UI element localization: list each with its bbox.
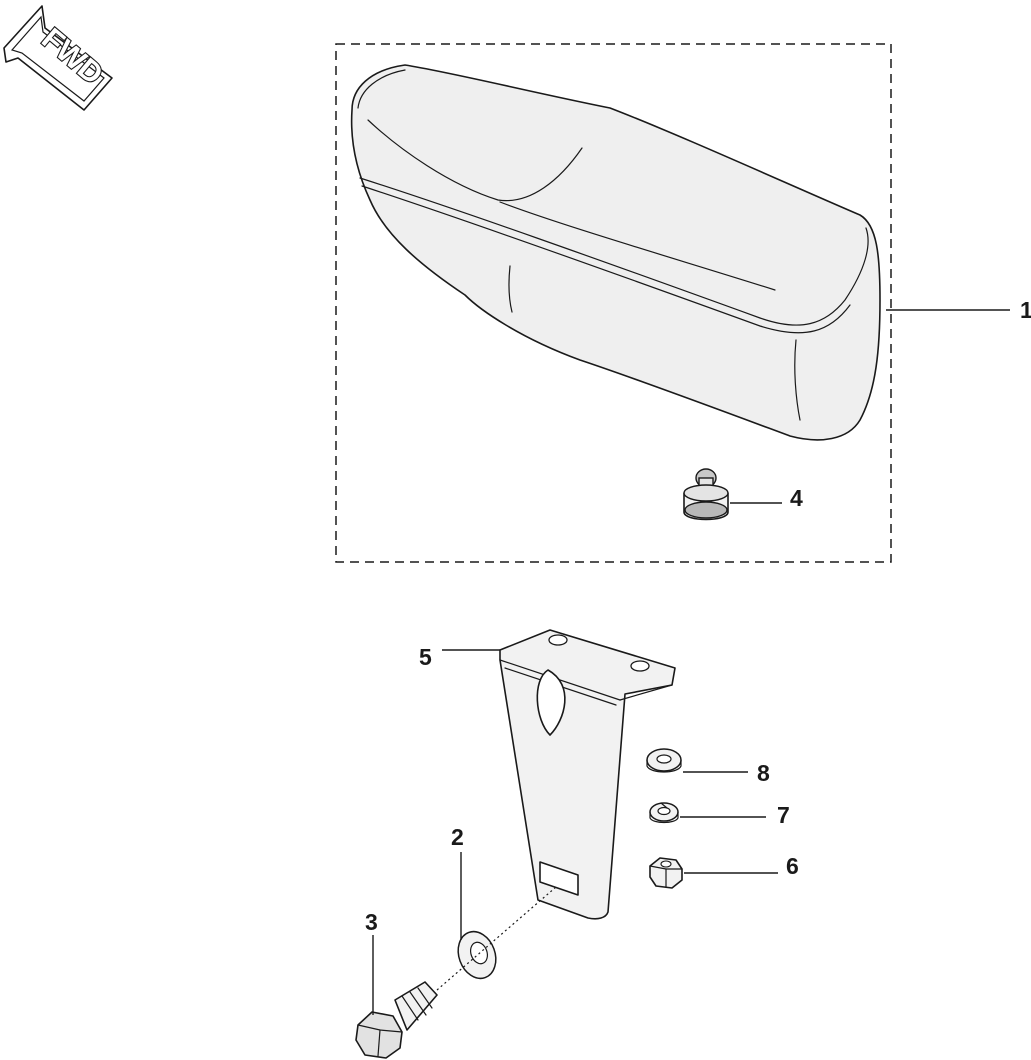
bracket-part	[499, 629, 676, 920]
spring-washer-part	[649, 802, 679, 824]
callout-number-5: 5	[419, 644, 432, 670]
callout-numbers: 1 2 3 4 5 6 7 8	[365, 297, 1031, 935]
flat-washer-part	[646, 748, 682, 773]
callout-number-4: 4	[790, 485, 803, 511]
callout-number-3: 3	[365, 909, 378, 935]
leader-lines	[372, 309, 1010, 1015]
callout-number-6: 6	[786, 853, 799, 879]
buffer-part	[683, 468, 729, 521]
callout-number-2: 2	[451, 824, 464, 850]
seat-part	[350, 64, 881, 441]
bolt-part	[355, 981, 438, 1059]
kit-boundary-box	[335, 43, 892, 563]
callout-number-7: 7	[777, 802, 790, 828]
nut-part	[649, 857, 683, 889]
assembly-line	[436, 886, 557, 991]
fwd-arrow-icon: FWD	[3, 5, 113, 111]
callout-number-1: 1	[1020, 297, 1031, 323]
callout-number-8: 8	[757, 760, 770, 786]
small-washer-part	[457, 930, 497, 980]
